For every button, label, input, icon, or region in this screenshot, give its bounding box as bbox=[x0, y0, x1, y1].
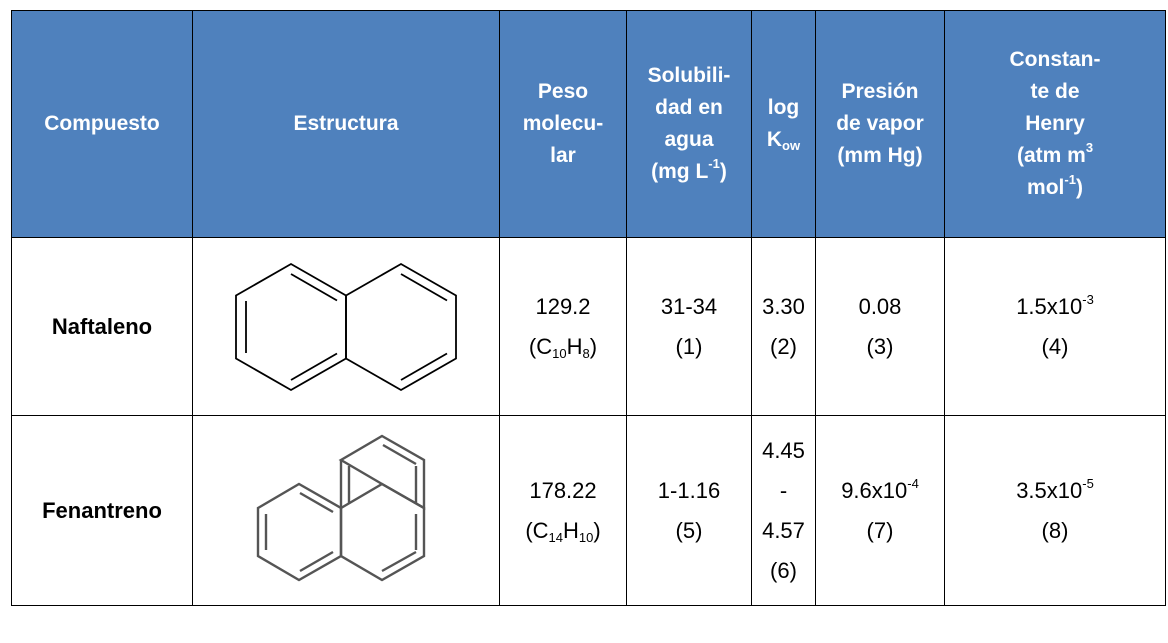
header-constante-henry: Constan- te de Henry (atm m3 mol-1) bbox=[944, 10, 1166, 238]
structure-cell bbox=[192, 415, 500, 606]
peso-cell: 129.2 (C10H8) bbox=[499, 237, 627, 416]
header-compuesto: Compuesto bbox=[11, 10, 193, 238]
header-log-kow: log Kow bbox=[751, 10, 816, 238]
header-solubilidad: Solubili- dad en agua (mg L-1) bbox=[626, 10, 752, 238]
logkow-cell: 4.45-4.57(6) bbox=[751, 415, 816, 606]
presion-cell: 0.08(3) bbox=[815, 237, 945, 416]
compound-name: Naftaleno bbox=[11, 237, 193, 416]
header-solubilidad-unit: (mg L-1) bbox=[651, 156, 727, 183]
phenanthrene-structure-icon bbox=[256, 434, 426, 581]
table-row: Fenantreno bbox=[11, 415, 1166, 606]
henry-cell: 1.5x10-3 (4) bbox=[944, 237, 1166, 416]
presion-cell: 9.6x10-4 (7) bbox=[815, 415, 945, 606]
solubilidad-cell: 1-1.16(5) bbox=[626, 415, 752, 606]
compound-name: Fenantreno bbox=[11, 415, 193, 606]
logkow-cell: 3.30(2) bbox=[751, 237, 816, 416]
table-row: Naftaleno 129.2 (C10H8) bbox=[11, 237, 1166, 416]
header-estructura: Estructura bbox=[192, 10, 500, 238]
structure-cell bbox=[192, 237, 500, 416]
henry-cell: 3.5x10-5 (8) bbox=[944, 415, 1166, 606]
peso-cell: 178.22 (C14H10) bbox=[499, 415, 627, 606]
solubilidad-cell: 31-34(1) bbox=[626, 237, 752, 416]
naphthalene-structure-icon bbox=[235, 262, 457, 391]
